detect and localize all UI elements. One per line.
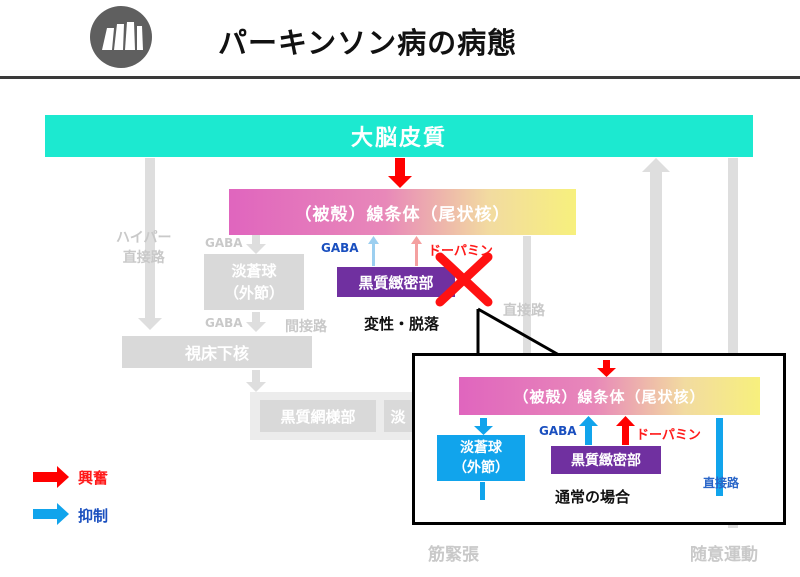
logo bbox=[90, 6, 152, 68]
inset-gp-line2: （外節） bbox=[453, 460, 509, 476]
voluntary-movement-label: 随意運動 bbox=[690, 545, 758, 565]
inset-caption: 通常の場合 bbox=[555, 488, 631, 506]
inset-gaba-label: GABA bbox=[539, 424, 577, 438]
gaba-label-1: GABA bbox=[205, 236, 243, 250]
inset-gp-line1: 淡蒼球 bbox=[460, 440, 502, 456]
inset-dopamine-label: ドーパミン bbox=[636, 428, 701, 443]
indirect-pathway-label: 間接路 bbox=[285, 319, 327, 335]
reticular-box: 黒質網様部 bbox=[260, 400, 376, 432]
gaba-label-2: GABA bbox=[205, 316, 243, 330]
gp-line1: 淡蒼球 bbox=[231, 262, 277, 280]
inset-globus-pallidus-box: 淡蒼球 （外節） bbox=[437, 435, 525, 481]
reticular-box-partial: 淡 bbox=[384, 400, 412, 432]
hyper-direct-line2: 直接路 bbox=[122, 250, 165, 266]
muscle-tension-label: 筋緊張 bbox=[428, 545, 479, 565]
gaba-blue-label: GABA bbox=[321, 241, 359, 255]
header-divider bbox=[0, 76, 800, 79]
gp-line2: （外節） bbox=[223, 284, 284, 302]
legend-inhibit-label: 抑制 bbox=[78, 507, 109, 525]
inset-substantia-nigra-box: 黒質緻密部 bbox=[551, 446, 661, 474]
cerebral-cortex-box: 大脳皮質 bbox=[45, 115, 753, 157]
wall-icon bbox=[102, 22, 143, 50]
degeneration-label: 変性・脱落 bbox=[364, 315, 440, 333]
subthalamic-nucleus-box: 視床下核 bbox=[122, 336, 312, 368]
direct-pathway-label: 直接路 bbox=[503, 303, 545, 319]
globus-pallidus-external-faded: 淡蒼球 （外節） bbox=[204, 254, 304, 310]
inset-striatum-box: （被殻）線条体（尾状核） bbox=[459, 377, 760, 415]
page-title: パーキンソン病の病態 bbox=[218, 26, 518, 60]
striatum-box: （被殻）線条体（尾状核） bbox=[229, 189, 576, 235]
hyper-direct-label: ハイパー 直接路 bbox=[116, 228, 171, 268]
hyper-direct-line1: ハイパー bbox=[116, 230, 172, 246]
substantia-nigra-compacta-box: 黒質緻密部 bbox=[337, 267, 455, 297]
inset-direct-label: 直接路 bbox=[703, 476, 740, 490]
legend-excite-label: 興奮 bbox=[78, 469, 109, 487]
